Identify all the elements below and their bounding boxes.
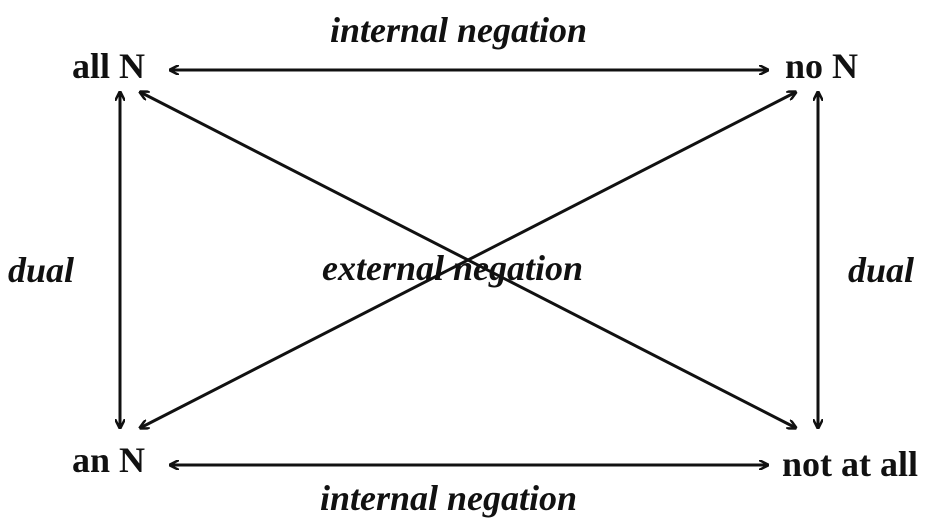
corner-all-n: all N: [72, 46, 146, 86]
corner-an-n: an N: [72, 440, 146, 480]
label-internal-negation-top: internal negation: [330, 10, 588, 50]
corner-not-at-all: not at all: [782, 444, 919, 484]
label-internal-negation-bottom: internal negation: [320, 478, 578, 518]
label-dual-right: dual: [848, 250, 915, 290]
diagonal-arrow-2: [140, 92, 796, 428]
label-dual-left: dual: [8, 250, 75, 290]
corner-no-n: no N: [785, 46, 859, 86]
label-external-negation: external negation: [322, 248, 584, 288]
